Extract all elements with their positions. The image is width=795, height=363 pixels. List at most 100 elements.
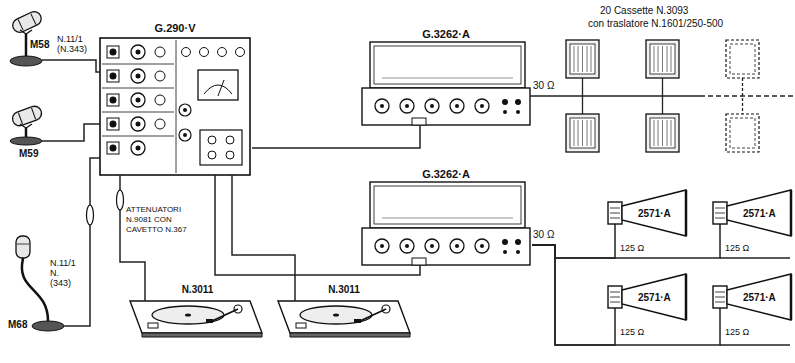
mixer-panel xyxy=(155,119,165,129)
node-label: 2571·A xyxy=(743,207,776,220)
connector-wire xyxy=(252,125,420,148)
mixer-panel xyxy=(136,122,141,127)
microphone-m58 xyxy=(25,34,28,58)
mixer-panel xyxy=(198,70,238,100)
attenuator xyxy=(117,190,124,210)
microphone-m59 xyxy=(11,104,44,127)
microphone-m58 xyxy=(18,20,23,31)
mixer-panel xyxy=(208,136,216,144)
mixer-panel xyxy=(236,48,245,57)
microphone-m68 xyxy=(17,244,29,245)
node-label: G.290·V xyxy=(100,22,250,35)
illustration xyxy=(362,42,530,125)
mixer-panel xyxy=(102,64,174,65)
node-label: G.3262·A xyxy=(362,28,530,41)
microphone-m68 xyxy=(22,258,48,321)
mixer-panel xyxy=(218,80,224,96)
microphone-m58 xyxy=(20,30,32,34)
mixer-panel xyxy=(110,49,117,56)
impedance: 125 Ω xyxy=(725,243,749,253)
mixer-panel xyxy=(107,94,119,106)
note: con traslatore N.1601/250-500 xyxy=(588,19,723,29)
mixer-panel xyxy=(102,136,174,137)
node-label: M68 xyxy=(8,318,27,331)
node-label: 2571·A xyxy=(638,207,671,220)
microphone-m59 xyxy=(11,104,44,127)
mixer-panel xyxy=(176,40,177,173)
horn-speaker: 2571·A xyxy=(703,272,793,322)
connector-wire xyxy=(67,124,100,141)
microphone-m59 xyxy=(18,113,22,124)
speaker-line xyxy=(720,257,790,259)
mixer-panel xyxy=(102,88,174,89)
connector-wire xyxy=(215,175,420,275)
connector-wire xyxy=(532,238,720,258)
microphone-m59 xyxy=(42,140,67,142)
microphone-m68 xyxy=(16,236,30,258)
mixer-panel xyxy=(110,145,117,152)
mixer-panel xyxy=(131,45,145,59)
illustration xyxy=(726,40,759,78)
node-label: 2571·A xyxy=(638,291,671,304)
mixer-panel xyxy=(136,50,141,55)
note: ATTENUATORI N.9081 CON CAVETTO N.367 xyxy=(126,205,206,235)
mixer-panel xyxy=(110,121,117,128)
power-amplifier: G.3262·A xyxy=(362,28,532,125)
node-label: G.3262·A xyxy=(362,168,530,181)
mixer-panel xyxy=(136,146,141,151)
mixer-panel xyxy=(102,112,174,113)
impedance: 30 Ω xyxy=(533,81,554,91)
speaker-line xyxy=(662,78,663,114)
node-label: 2571·A xyxy=(743,291,776,304)
turntable-lead xyxy=(144,283,146,301)
speaker-line xyxy=(582,78,583,114)
mixer-panel xyxy=(100,38,250,175)
illustration xyxy=(362,182,530,265)
speaker-line xyxy=(530,95,700,97)
mixer-panel xyxy=(155,95,165,105)
node-label: N.3011 xyxy=(278,283,410,296)
illustration xyxy=(713,190,791,238)
mixer-panel xyxy=(182,48,191,57)
mixer-panel xyxy=(131,69,145,83)
illustration xyxy=(608,190,686,238)
horn-speaker: 2571·A xyxy=(598,188,688,238)
microphone: M59 xyxy=(5,100,67,162)
illustration xyxy=(726,114,759,152)
connector-wire xyxy=(77,158,100,326)
illustration xyxy=(130,301,262,337)
illustration xyxy=(646,40,679,78)
illustration xyxy=(566,40,599,78)
mixer-panel xyxy=(179,104,191,116)
speaker-line xyxy=(742,78,743,114)
cable-type: N.11/1 N. (343) xyxy=(50,258,80,288)
mixer-panel xyxy=(183,108,187,112)
connector-wire xyxy=(532,245,615,345)
turntable: N.3011 xyxy=(278,283,412,338)
illustration xyxy=(713,274,791,322)
mixer-amplifier: G.290·V xyxy=(100,20,252,175)
mixer-panel xyxy=(226,151,234,159)
microphone-m59 xyxy=(32,108,36,119)
node-label: N.3011 xyxy=(130,283,265,296)
mixer-panel xyxy=(131,141,145,155)
microphone-m58 xyxy=(10,9,43,34)
impedance: 30 Ω xyxy=(533,230,554,240)
speaker-line xyxy=(700,95,793,97)
impedance: 125 Ω xyxy=(620,327,644,337)
mixer-panel xyxy=(155,47,165,57)
attenuator xyxy=(87,205,94,225)
connector-wire xyxy=(532,245,720,345)
mixer-panel xyxy=(107,46,119,58)
speaker-line xyxy=(530,78,793,345)
mixer-panel xyxy=(136,98,141,103)
connector-wire xyxy=(232,175,295,283)
connector-wire xyxy=(532,238,615,258)
mixer-panel xyxy=(131,93,145,107)
microphone-m68 xyxy=(32,321,64,331)
microphone-m59 xyxy=(20,124,32,128)
microphone-m58 xyxy=(31,14,36,25)
illustration xyxy=(608,274,686,322)
